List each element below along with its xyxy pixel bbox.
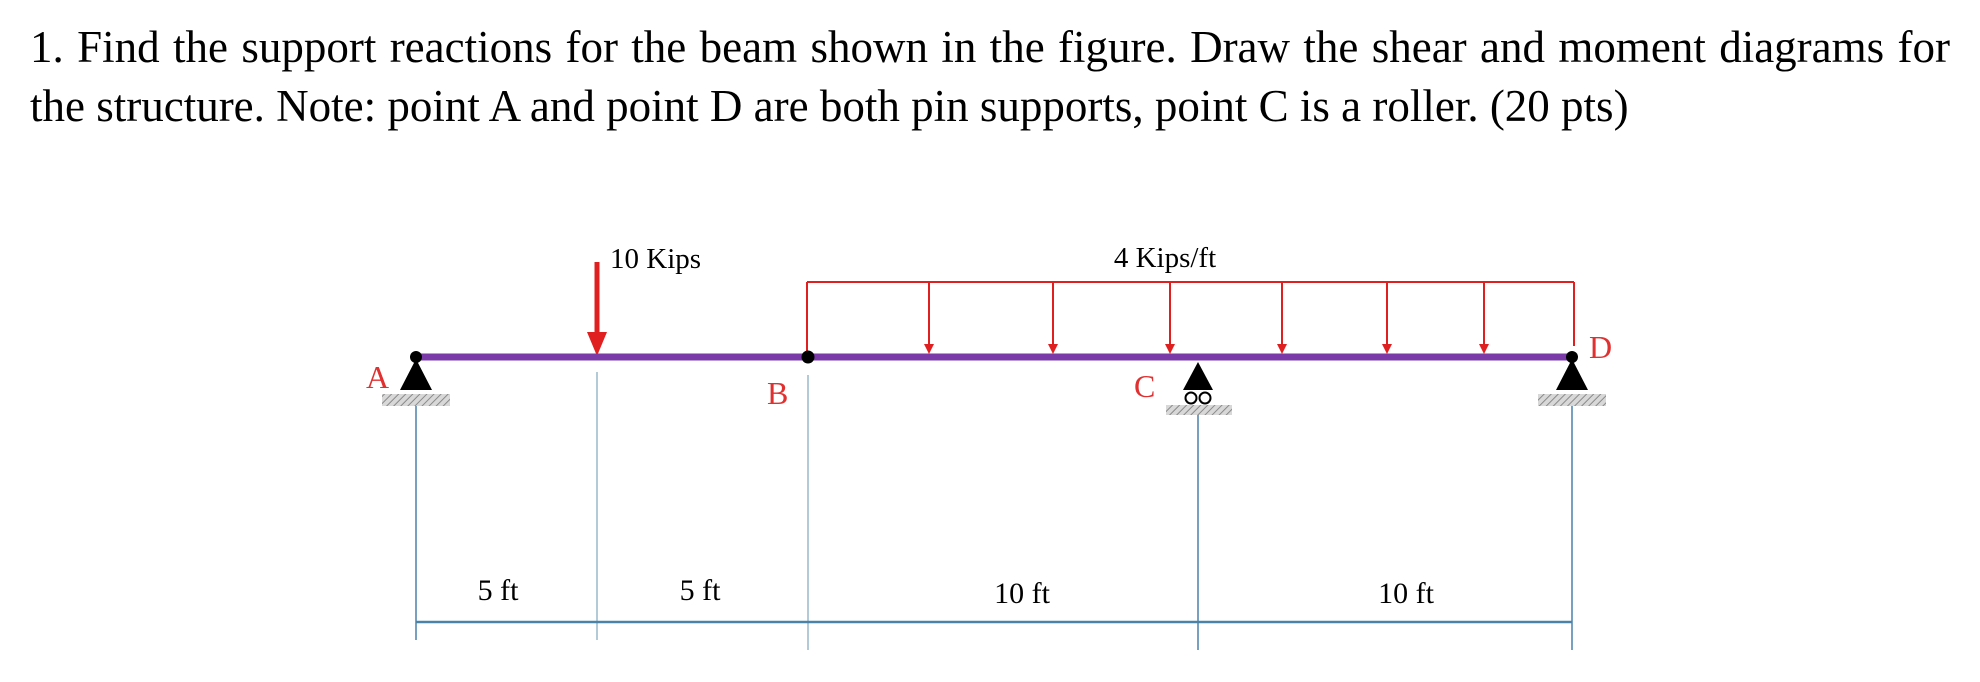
pin-support-d (1538, 359, 1606, 406)
distributed-load-label: 4 Kips/ft (1114, 242, 1216, 274)
distributed-load-arrow (1382, 282, 1392, 354)
label-point-d: D (1589, 329, 1612, 365)
distributed-load-arrow (1277, 282, 1287, 354)
dimension-label-2: 5 ft (680, 574, 721, 607)
dimension-label-1: 5 ft (478, 574, 519, 607)
ground-hatch-d (1538, 394, 1606, 406)
hinge-b (801, 350, 815, 364)
distributed-load-arrow (1165, 282, 1175, 354)
roller-support-c (1166, 362, 1232, 415)
dimension-label-3: 10 ft (994, 577, 1050, 610)
ground-hatch-a (382, 394, 450, 406)
ground-hatch-c (1166, 405, 1232, 415)
pin-support-a (382, 359, 450, 406)
distributed-load-arrow (1048, 282, 1058, 354)
label-point-a: A (366, 359, 389, 395)
dimension-label-4: 10 ft (1378, 577, 1434, 610)
label-point-b: B (767, 375, 788, 411)
distributed-load-arrow (924, 282, 934, 354)
point-load-label: 10 Kips (610, 243, 701, 275)
joint-a (410, 351, 422, 363)
distributed-load (806, 281, 1575, 356)
distributed-load-arrow (1479, 282, 1489, 354)
problem-statement: 1. Find the support reactions for the be… (30, 22, 1950, 131)
extension-lines (415, 372, 1573, 650)
joint-d (1566, 351, 1578, 363)
label-point-c: C (1134, 368, 1155, 404)
point-load-arrow (587, 262, 607, 356)
